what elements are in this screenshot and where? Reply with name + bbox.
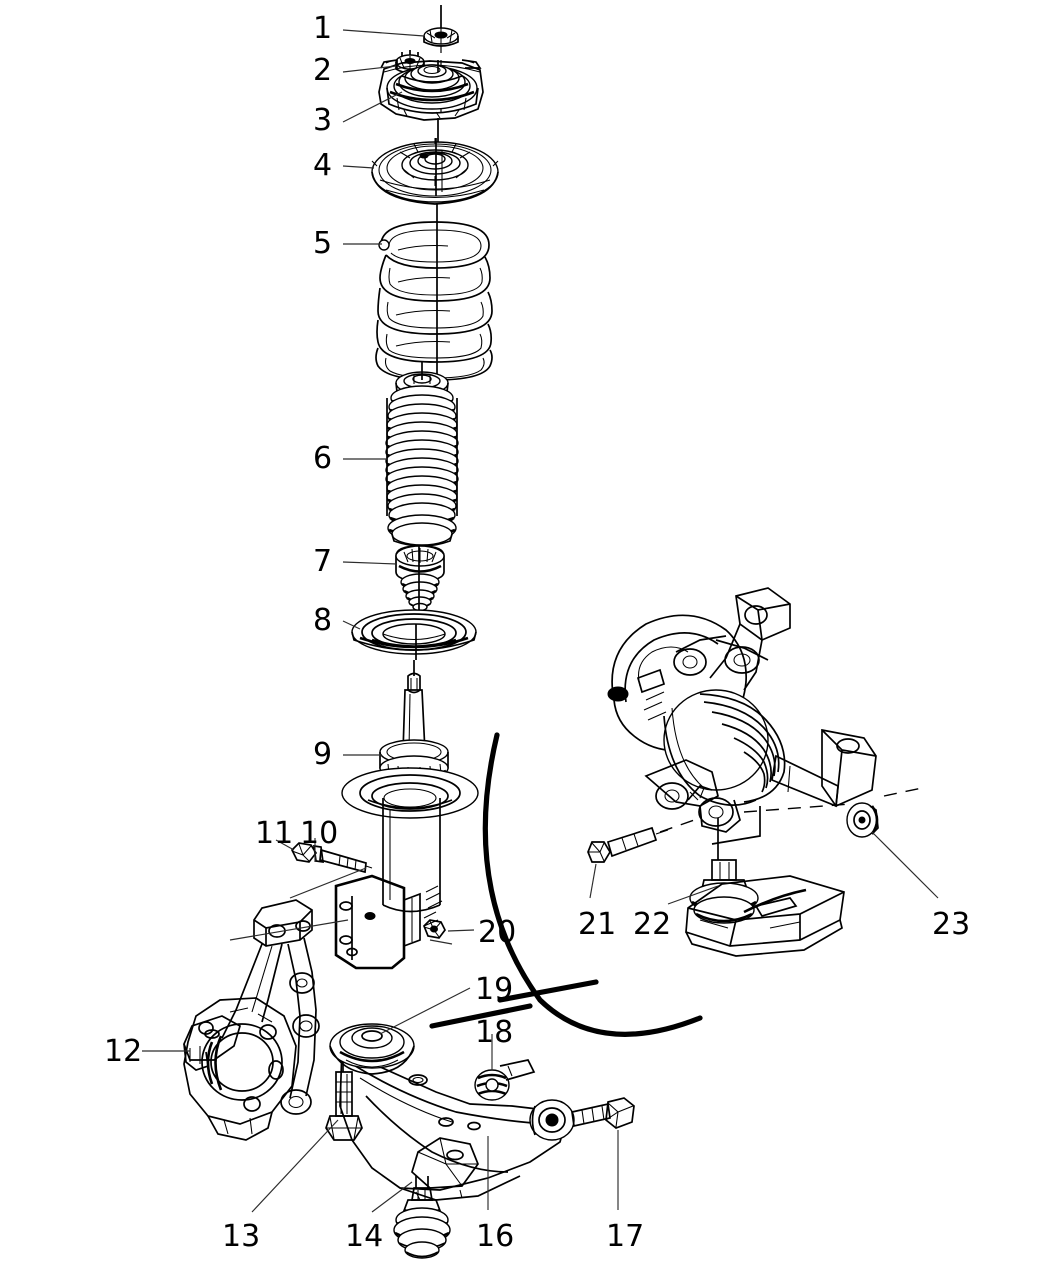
callout-number-1: 1 [313, 11, 333, 46]
callout-number-2: 2 [313, 53, 333, 88]
strut-rod-and-body [334, 660, 479, 970]
callout-number-17: 17 [606, 1219, 645, 1254]
callout-number-20: 20 [478, 915, 517, 950]
axle-washer-part [846, 802, 879, 838]
coil-spring-part [375, 221, 493, 381]
stabilizer-bar [429, 732, 703, 1037]
callout-number-19: 19 [475, 972, 514, 1007]
knuckle-pinch-bolt-part [587, 826, 669, 863]
callout-number-14: 14 [345, 1219, 384, 1254]
callout-number-23: 23 [932, 907, 971, 942]
callout-number-8: 8 [313, 603, 333, 638]
control-arm-rear-bolt-part [571, 1097, 635, 1129]
lower-ball-joint-part [393, 1176, 451, 1259]
callout-number-5: 5 [313, 226, 333, 261]
callout-number-3: 3 [313, 103, 333, 138]
lower-spring-isolator-part [351, 609, 477, 660]
callout-number-9: 9 [313, 737, 333, 772]
upper-strut-mount-part [378, 59, 484, 121]
outer-ball-stud-part [689, 818, 759, 924]
upper-spring-seat-part [371, 138, 499, 205]
callout-number-4: 4 [313, 148, 333, 183]
callout-number-21: 21 [578, 907, 617, 942]
strut-rod-nut-part [423, 5, 459, 47]
jounce-bumper-part [395, 545, 445, 612]
bracket-nut-part [423, 919, 446, 939]
hub-axis-dashes [659, 787, 923, 833]
strut-bolt-assembly [290, 842, 373, 874]
lower-control-arm-part [329, 1023, 575, 1201]
callout-number-6: 6 [313, 441, 333, 476]
callout-number-12: 12 [104, 1034, 143, 1069]
callout-number-7: 7 [313, 544, 333, 579]
callout-number-16: 16 [476, 1219, 515, 1254]
callout-number-13: 13 [222, 1219, 261, 1254]
steering-knuckle-part [183, 899, 320, 1141]
lower-bracket-shield [685, 875, 845, 957]
callout-number-11: 11 [255, 816, 294, 851]
callout-number-18: 18 [475, 1015, 514, 1050]
dust-boot-part [385, 362, 459, 547]
callout-number-10: 10 [300, 816, 339, 851]
leader-lines [142, 29, 939, 1213]
hub-cv-joint-assembly [607, 587, 877, 845]
callout-number-22: 22 [633, 907, 672, 942]
